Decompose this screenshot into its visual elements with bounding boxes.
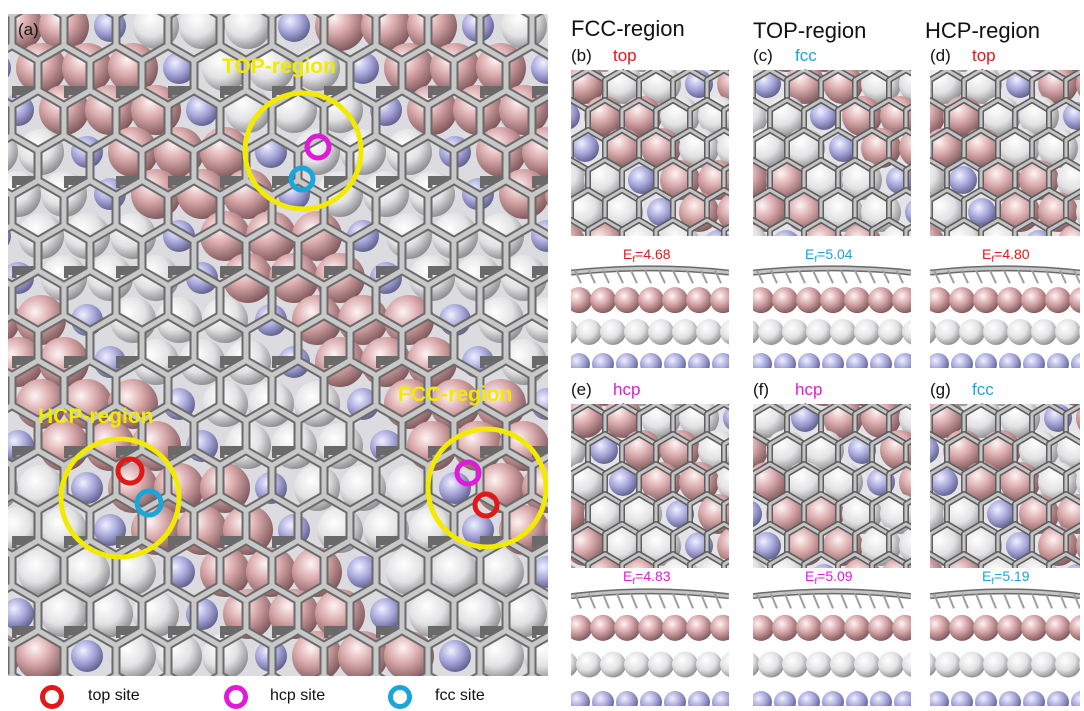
- energy-subscript: f: [991, 576, 995, 588]
- fcc-region-label: FCC-region: [398, 383, 513, 406]
- side-view-image: [930, 584, 1080, 706]
- subpanel-label: (c): [753, 46, 773, 65]
- energy-symbol: E: [805, 568, 815, 584]
- legend-hcp-label: hcp site: [270, 687, 326, 704]
- subpanel-label: (b): [571, 46, 592, 65]
- energy-subscript: f: [814, 254, 818, 266]
- top-view-image: [753, 404, 911, 568]
- main-structure-image: [8, 14, 548, 676]
- column-header-hcp: HCP-region: [925, 18, 1040, 43]
- energy-symbol: E: [623, 568, 633, 584]
- hcp-region-circle: [58, 436, 182, 560]
- energy-symbol: E: [623, 246, 633, 262]
- fcc-region-hcp-marker: [454, 459, 482, 487]
- energy-equals: =: [635, 246, 644, 262]
- top-view-image: [571, 404, 729, 568]
- energy-subscript: f: [632, 254, 636, 266]
- energy-subscript: f: [632, 576, 636, 588]
- subpanel-label: (f): [753, 380, 770, 399]
- energy-symbol: E: [805, 246, 815, 262]
- subpanel-label: (g): [930, 380, 951, 399]
- top-region-circle: [242, 90, 364, 212]
- top-region-label: TOP-region: [222, 55, 336, 78]
- top-view-image: [571, 70, 729, 236]
- top-view-image: [930, 404, 1080, 568]
- subpanel-label: (e): [571, 380, 592, 399]
- subpanel-label: (d): [930, 46, 951, 65]
- energy-equals: =: [817, 568, 826, 584]
- side-view-image: [571, 262, 729, 368]
- energy-subscript: f: [814, 576, 818, 588]
- side-view-image: [930, 262, 1080, 368]
- energy-equals: =: [994, 568, 1003, 584]
- fcc-region-circle: [425, 426, 548, 550]
- side-view-image: [571, 584, 729, 706]
- hcp-region-top-marker: [115, 456, 145, 486]
- legend-fcc-marker: [388, 685, 412, 709]
- energy-equals: =: [994, 246, 1003, 262]
- column-header-fcc: FCC-region: [571, 16, 685, 41]
- legend-top-label: top site: [88, 687, 140, 704]
- top-region-fcc-marker: [288, 165, 316, 193]
- fcc-region-top-marker: [472, 491, 500, 519]
- hcp-region-fcc-marker: [134, 488, 164, 518]
- top-view-image: [930, 70, 1080, 236]
- side-view-image: [753, 584, 911, 706]
- energy-equals: =: [817, 246, 826, 262]
- panel-label-a: (a): [18, 20, 39, 39]
- column-header-top: TOP-region: [753, 18, 867, 43]
- legend: top site hcp site fcc site: [40, 684, 560, 709]
- top-region-hcp-marker: [304, 133, 332, 161]
- legend-fcc-label: fcc site: [435, 687, 485, 704]
- legend-top-marker: [40, 685, 64, 709]
- top-view-image: [753, 70, 911, 236]
- main-panel: [8, 14, 548, 676]
- energy-symbol: E: [982, 246, 992, 262]
- energy-subscript: f: [991, 254, 995, 266]
- hcp-region-label: HCP-region: [38, 405, 154, 428]
- energy-symbol: E: [982, 568, 992, 584]
- energy-equals: =: [635, 568, 644, 584]
- side-view-image: [753, 262, 911, 368]
- legend-hcp-marker: [224, 685, 248, 709]
